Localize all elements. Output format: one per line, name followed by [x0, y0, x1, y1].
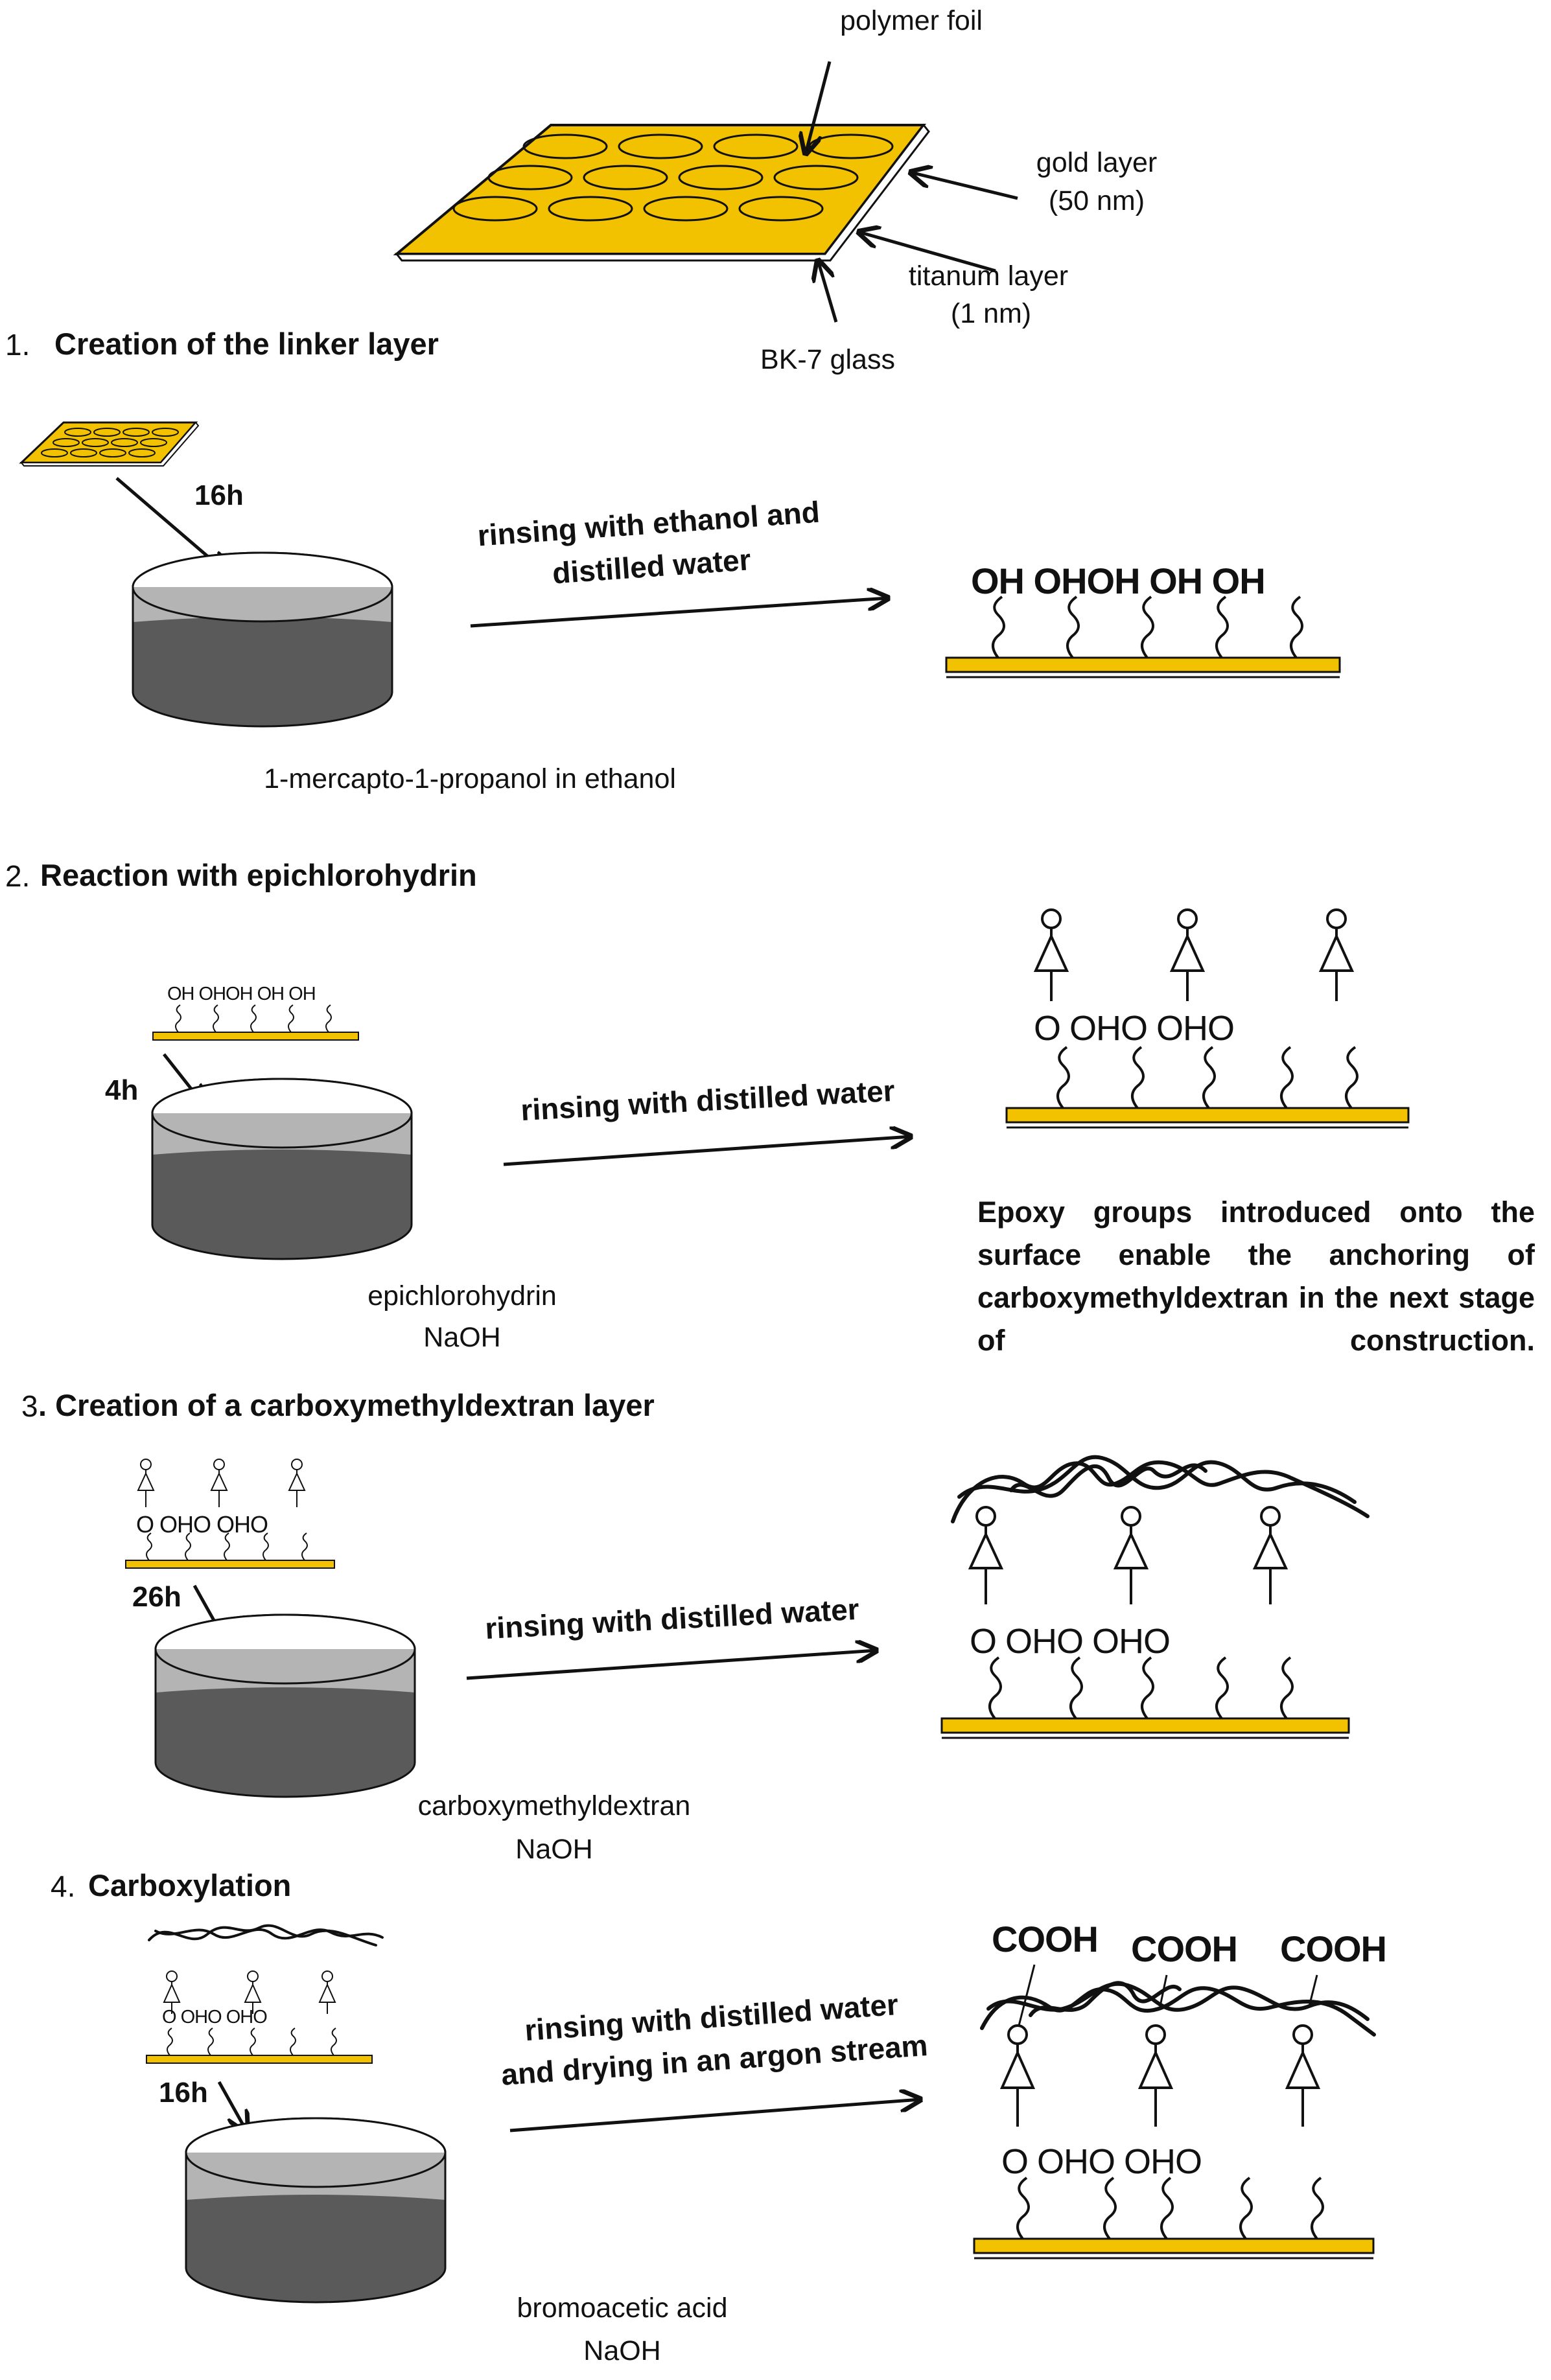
step2-note: Epoxy groups introduced onto the surface…: [977, 1196, 1535, 1357]
polymer-foil-arrow: [806, 61, 832, 154]
step2-product: [1005, 908, 1410, 1129]
step4-reagent-2: NaOH: [583, 2335, 661, 2366]
gold-layer-label: gold layer: [1036, 147, 1158, 178]
step4-number: 4.: [51, 1869, 76, 1903]
step2-title: Reaction with epichlorohydrin: [40, 858, 477, 892]
step2-reagent-2: NaOH: [423, 1322, 501, 1353]
step4-graphics: [146, 1924, 1376, 2304]
step2-input-label: OH OHOH OH OH: [167, 984, 316, 1004]
step3-reagent-1: carboxymethyldextran: [417, 1790, 691, 1821]
step1-product-label: OH OHOH OH OH: [971, 560, 1266, 601]
step3-graphics: [125, 1455, 1370, 1798]
petri-dish: [185, 2117, 447, 2304]
step3-title: . Creation of a carboxymethyldextran lay…: [38, 1388, 655, 1422]
titanium-layer-label: titanum layer: [908, 260, 1069, 292]
step1-reagent: 1-mercapto-1-propanol in ethanol: [264, 763, 676, 794]
step1-title: Creation of the linker layer: [54, 327, 439, 361]
polymer-foil-label: polymer foil: [840, 5, 983, 36]
bk7-glass-label: BK-7 glass: [760, 344, 895, 375]
step2-graphics: [151, 908, 1410, 1260]
dextran-chains: [980, 1981, 1376, 2037]
step3-product: [940, 1455, 1370, 1739]
bk7-glass-arrow: [818, 260, 838, 323]
step1-number: 1.: [5, 328, 30, 362]
step4-carboxyl-1: COOH: [992, 1919, 1099, 1959]
petri-dish: [154, 1613, 416, 1798]
step3-number: 3: [21, 1389, 38, 1423]
petri-dish: [132, 551, 393, 728]
step1-product: [945, 595, 1341, 678]
step3-product-label: O OHO OHO: [970, 1622, 1171, 1661]
titanium-layer-arrow: [859, 232, 996, 273]
step4-input-label: O OHO OHO: [162, 2007, 268, 2028]
dextran-chains: [951, 1455, 1370, 1523]
step4-product-label: O OHO OHO: [1001, 2142, 1202, 2181]
step2-time: 4h: [105, 1074, 139, 1106]
step4-carboxyl-3: COOH: [1280, 1928, 1387, 1969]
step2-number: 2.: [5, 859, 30, 893]
step4-reagent-1: bromoacetic acid: [517, 2293, 728, 2324]
gold-layer-thickness: (50 nm): [1048, 185, 1145, 216]
step4-product: [973, 1964, 1376, 2259]
step4-title: Carboxylation: [88, 1868, 292, 1902]
petri-dish: [151, 1078, 413, 1260]
titanium-layer-thickness: (1 nm): [950, 298, 1032, 329]
gold-layer-arrow: [911, 172, 1018, 200]
sensor-chip-illustration: [393, 61, 1018, 323]
step4-time: 16h: [159, 2077, 208, 2108]
step2-product-label: O OHO OHO: [1034, 1009, 1235, 1048]
step3-reagent-2: NaOH: [515, 1834, 593, 1865]
step2-reagent-1: epichlorohydrin: [367, 1280, 557, 1311]
step3-input-label: O OHO OHO: [136, 1511, 268, 1538]
step3-time: 26h: [132, 1581, 181, 1613]
step4-carboxyl-2: COOH: [1131, 1928, 1238, 1969]
step1-time: 16h: [194, 479, 244, 511]
spot-ellipses: [452, 133, 894, 222]
glass-edge: [394, 123, 930, 262]
step1-graphics: [19, 421, 1341, 728]
process-arrow: [470, 598, 888, 628]
